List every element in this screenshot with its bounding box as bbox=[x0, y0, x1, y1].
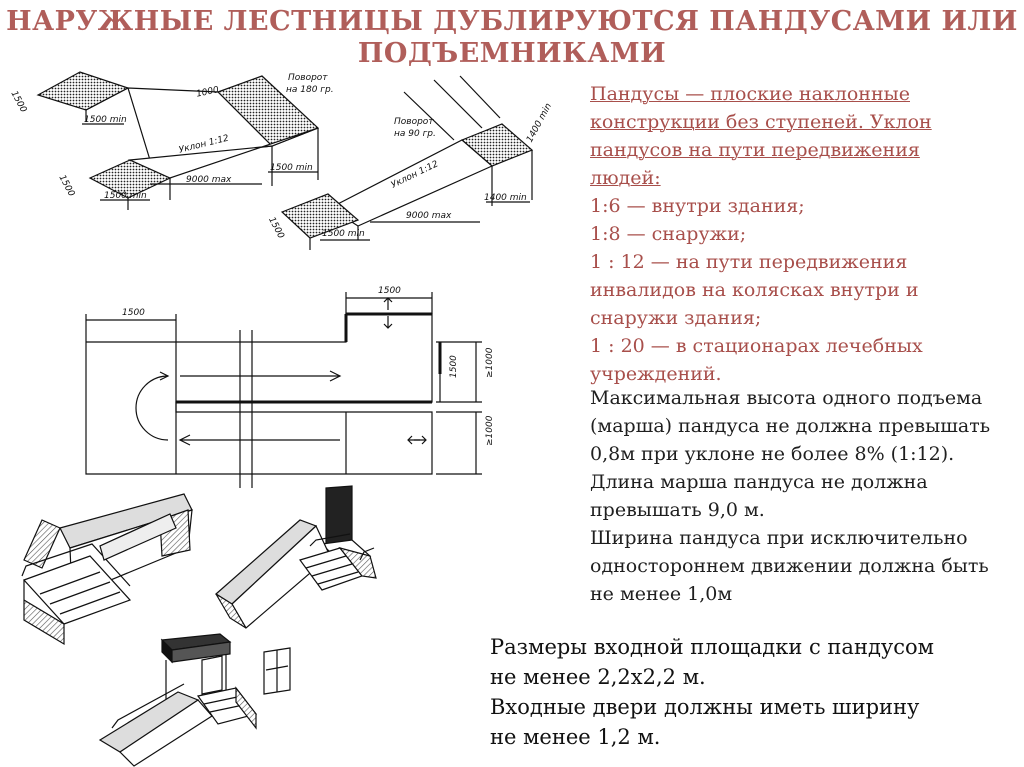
turn-degree-label-right: на 90 гр. bbox=[394, 129, 436, 139]
ramps-description: Пандусы — плоские наклонные конструкции … bbox=[590, 80, 1010, 388]
rules-description: Максимальная высота одного подъема (марш… bbox=[590, 384, 1020, 608]
ramps-line: 1:6 — внутри здания; bbox=[590, 195, 805, 217]
dim-1500-min: 1500 min bbox=[84, 115, 127, 125]
page-title-line-1: НАРУЖНЫЕ ЛЕСТНИЦЫ ДУБЛИРУЮТСЯ ПАНДУСАМИ … bbox=[6, 6, 1018, 37]
plan-dim-1500-left: 1500 bbox=[122, 308, 145, 318]
plan-dim-1500-top: 1500 bbox=[378, 286, 401, 296]
rules-line: Длина марша пандуса не должна bbox=[590, 471, 928, 493]
entrance-line: Входные двери должны иметь ширину bbox=[490, 695, 920, 719]
turn-degree-label: на 180 гр. bbox=[286, 85, 334, 95]
dim-1500-min-right-lower: 1500 min bbox=[322, 229, 365, 239]
ramps-line: учреждений. bbox=[590, 363, 722, 385]
entrance-line: не менее 2,2х2,2 м. bbox=[490, 665, 706, 689]
ramps-line: Пандусы — плоские наклонные bbox=[590, 83, 910, 105]
page-title-line-2: ПОДЪЕМНИКАМИ bbox=[357, 38, 667, 69]
ramp-180-turn-drawing bbox=[36, 71, 320, 210]
rules-line: 0,8м при уклоне не более 8% (1:12). bbox=[590, 443, 955, 465]
entrance-line: не менее 1,2 м. bbox=[490, 725, 661, 749]
entrance-description: Размеры входной площадки с пандусом не м… bbox=[490, 632, 1020, 752]
ramps-line: инвалидов на колясках внутри и bbox=[590, 279, 919, 301]
dim-9000-max: 9000 max bbox=[186, 175, 232, 185]
dim-1500: 1500 bbox=[9, 89, 29, 114]
turn-label-right: Поворот bbox=[394, 117, 434, 127]
ramp-90-turn-drawing bbox=[280, 75, 534, 250]
ramps-line: конструкции без ступеней. Уклон bbox=[590, 111, 932, 133]
dim-1400-min-lower: 1400 min bbox=[484, 193, 527, 203]
ramp-3d-view-middle bbox=[214, 485, 377, 629]
entrance-line: Размеры входной площадки с пандусом bbox=[490, 635, 934, 659]
turn-label: Поворот bbox=[288, 73, 328, 83]
ramp-plan-drawing bbox=[85, 292, 482, 488]
plan-dim-1000-upper: ≥1000 bbox=[485, 347, 495, 378]
ramp-3d-view-left bbox=[21, 493, 193, 646]
dim-1000: 1000 bbox=[195, 85, 220, 100]
rules-line: превышать 9,0 м. bbox=[590, 499, 765, 521]
ramps-line: снаружи здания; bbox=[590, 307, 762, 329]
plan-dim-1500-side: 1500 bbox=[449, 355, 459, 378]
plan-dim-1000-lower: ≥1000 bbox=[485, 415, 495, 446]
entrance-3d-view bbox=[98, 633, 291, 767]
rules-line: одностороннем движении должна быть bbox=[590, 555, 989, 577]
ramps-line: пандусов на пути передвижения bbox=[590, 139, 920, 161]
dim-9000-max-right: 9000 max bbox=[406, 211, 452, 221]
rules-line: (марша) пандуса не должна превышать bbox=[590, 415, 991, 437]
ramps-line: 1:8 — снаружи; bbox=[590, 223, 747, 245]
ramps-line: 1 : 20 — в стационарах лечебных bbox=[590, 335, 923, 357]
rules-line: не менее 1,0м bbox=[590, 583, 733, 605]
ramps-line: 1 : 12 — на пути передвижения bbox=[590, 251, 908, 273]
rules-line: Максимальная высота одного подъема bbox=[590, 387, 983, 409]
dim-1500-lower: 1500 bbox=[57, 173, 77, 198]
dim-1500-right: 1500 bbox=[266, 216, 286, 241]
dim-1500-min-lower: 1500 min bbox=[104, 191, 147, 201]
rules-line: Ширина пандуса при исключительно bbox=[590, 527, 968, 549]
dim-1400-min: 1400 min bbox=[525, 102, 554, 145]
dim-1500-min-right: 1500 min bbox=[270, 163, 313, 173]
ramps-line: людей: bbox=[590, 167, 661, 189]
